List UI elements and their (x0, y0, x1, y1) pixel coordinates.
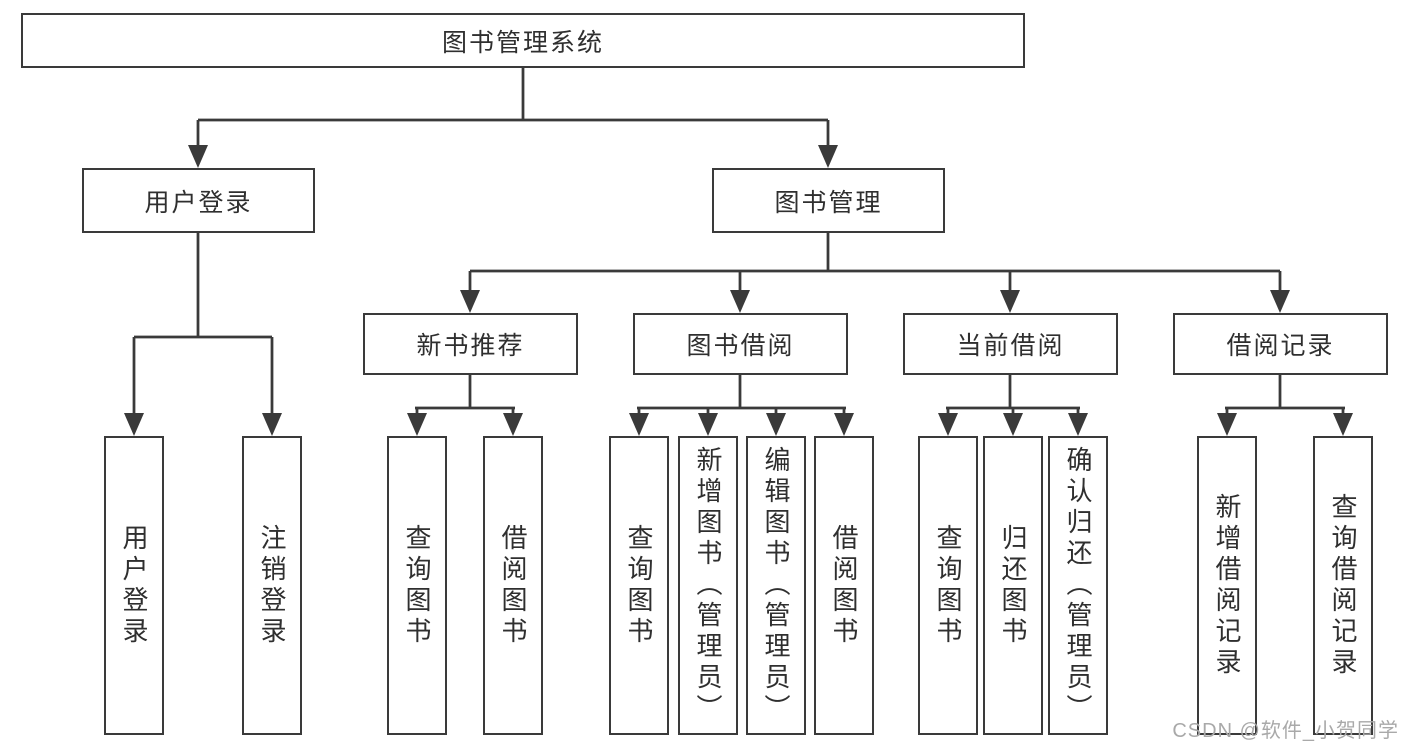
leaf-query-books: 查询图书 (387, 436, 447, 735)
leaf-return-books: 归还图书 (983, 436, 1043, 735)
node-book-borrowing: 图书借阅 (633, 313, 848, 375)
node-label: 图书管理系统 (441, 28, 604, 57)
node-label: 新书推荐 (416, 332, 525, 360)
leaf-query-books-3: 查询图书 (918, 436, 978, 735)
node-borrowing-records: 借阅记录 (1173, 313, 1388, 375)
node-label: 归还图书 (998, 523, 1028, 648)
node-label: 新增借阅记录 (1212, 492, 1242, 679)
node-label: 查询图书 (933, 523, 963, 648)
node-label: 查询借阅记录 (1328, 492, 1358, 679)
leaf-borrow-books-2: 借阅图书 (814, 436, 874, 735)
node-label: 借阅记录 (1226, 332, 1335, 360)
node-label: 查询图书 (624, 523, 654, 648)
leaf-add-borrow-record: 新增借阅记录 (1197, 436, 1257, 735)
csdn-watermark: CSDN @软件_小贺同学 (1172, 720, 1399, 742)
leaf-query-books-2: 查询图书 (609, 436, 669, 735)
node-label: 图书管理 (774, 188, 883, 217)
node-label: 借阅图书 (829, 523, 859, 648)
node-label: 新增图书（管理员） (693, 446, 723, 725)
leaf-edit-book-admin: 编辑图书（管理员） (746, 436, 806, 735)
node-label: 用户登录 (144, 188, 253, 217)
leaf-confirm-return-admin: 确认归还（管理员） (1048, 436, 1108, 735)
node-current-borrowing: 当前借阅 (903, 313, 1118, 375)
node-user-login: 用户登录 (82, 168, 315, 233)
node-label: 当前借阅 (956, 332, 1065, 360)
leaf-add-book-admin: 新增图书（管理员） (678, 436, 738, 735)
node-label: 注销登录 (257, 523, 287, 648)
leaf-logout: 注销登录 (242, 436, 302, 735)
node-label: 编辑图书（管理员） (761, 446, 791, 725)
leaf-query-borrow-record: 查询借阅记录 (1313, 436, 1373, 735)
node-book-management: 图书管理 (712, 168, 945, 233)
leaf-user-login: 用户登录 (104, 436, 164, 735)
node-label: 图书借阅 (686, 332, 795, 360)
leaf-borrow-books: 借阅图书 (483, 436, 543, 735)
node-label: 用户登录 (119, 523, 149, 648)
node-new-book-recommendation: 新书推荐 (363, 313, 578, 375)
node-label: 查询图书 (402, 523, 432, 648)
node-label: 确认归还（管理员） (1063, 446, 1093, 725)
node-label: 借阅图书 (498, 523, 528, 648)
node-library-management-system: 图书管理系统 (21, 13, 1025, 68)
